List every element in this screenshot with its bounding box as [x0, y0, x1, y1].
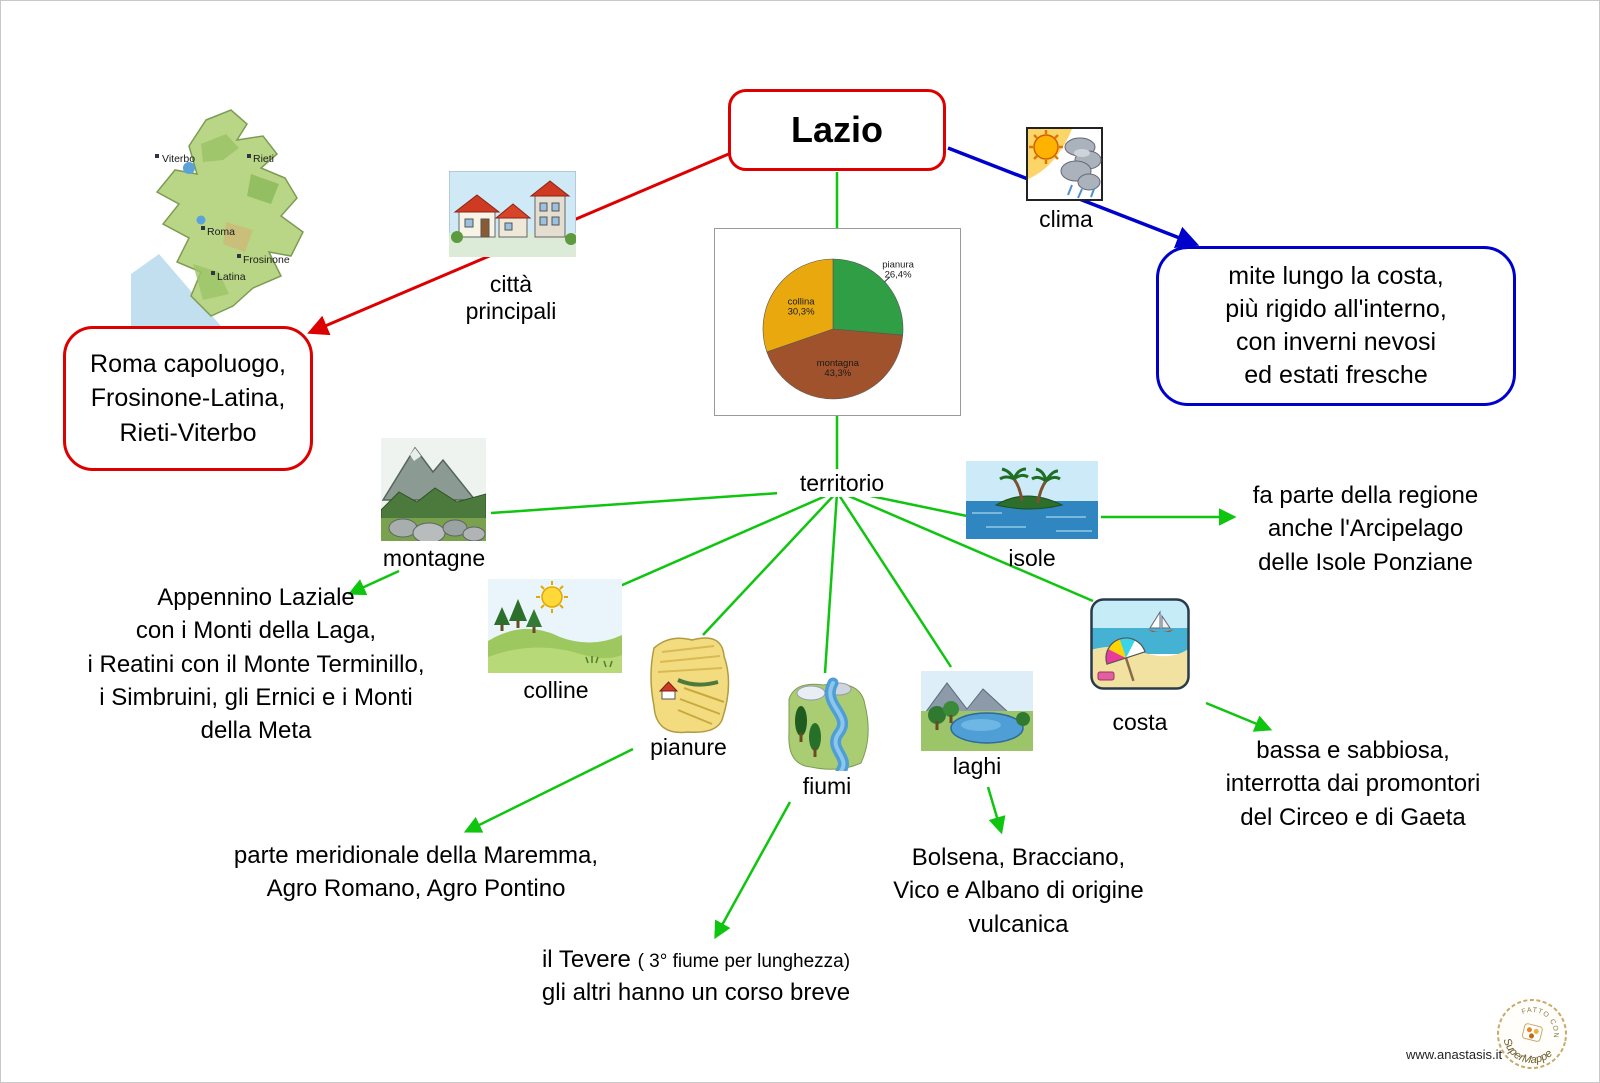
text-line: Agro Romano, Agro Pontino	[266, 875, 566, 903]
text-line: anche l'Arcipelago	[1267, 515, 1464, 543]
lake-icon	[921, 671, 1033, 751]
text-line: città	[489, 271, 533, 297]
fields-icon	[644, 632, 732, 736]
text-segment-note: ( 3° fiume per lunghezza)	[637, 951, 851, 972]
text-line: Vico e Albano di origine	[893, 877, 1144, 905]
text-line: parte meridionale della Maremma,	[233, 842, 599, 869]
map-label-rieti: Rieti	[253, 153, 274, 165]
website-credit: www.anastasis.it	[1406, 1047, 1503, 1062]
text-segment: il Tevere	[541, 946, 631, 973]
lazio-region-map: Viterbo Rieti Roma Frosinone Latina	[131, 104, 346, 332]
map-label-latina: Latina	[217, 271, 246, 283]
sun-clouds-icon	[1026, 127, 1103, 201]
village-houses-icon	[449, 171, 576, 257]
clima-callout: mite lungo la costa, più rigido all'inte…	[1156, 246, 1516, 406]
beach-umbrella-icon	[1090, 598, 1190, 690]
island-palms-icon	[966, 461, 1098, 539]
text-line: interrotta dai promontori	[1225, 770, 1481, 798]
montagne-label: montagne	[382, 545, 486, 571]
territorio-label: territorio	[777, 470, 907, 497]
pianure-label: pianure	[650, 734, 727, 760]
text-line: bassa e sabbiosa,	[1256, 737, 1450, 764]
text-line: vulcanica	[968, 910, 1069, 938]
supermappe-stamp: FATTO CON SuperMappe	[1486, 988, 1578, 1080]
text-line: Appennino Laziale	[157, 584, 355, 611]
costa-description: bassa e sabbiosa, interrotta dai promont…	[1193, 734, 1513, 834]
montagne-description: Appennino Laziale con i Monti della Laga…	[56, 581, 456, 748]
text-line: i Reatini con il Monte Terminillo,	[87, 650, 425, 678]
isole-label: isole	[1008, 545, 1056, 571]
pianure-description: parte meridionale della Maremma, Agro Ro…	[191, 839, 641, 906]
fiumi-description: il Tevere ( 3° fiume per lunghezza) gli …	[491, 943, 901, 1010]
fiumi-label: fiumi	[802, 773, 852, 799]
text-line: della Meta	[200, 717, 312, 745]
laghi-description: Bolsena, Bracciano, Vico e Albano di ori…	[861, 841, 1176, 941]
isole-description: fa parte della regione anche l'Arcipelag…	[1223, 479, 1508, 579]
map-label-frosinone: Frosinone	[243, 254, 290, 266]
text-line: principali	[465, 298, 557, 324]
text-line: Roma capoluogo,	[90, 349, 286, 378]
text-line: gli altri hanno un corso breve	[541, 979, 851, 1007]
text-line: Frosinone-Latina,	[90, 384, 286, 413]
citta-principali-label: città principali	[431, 271, 591, 325]
text-line: Rieti-Viterbo	[119, 418, 257, 447]
hills-icon	[488, 579, 622, 673]
text-line: con i Monti della Laga,	[135, 617, 377, 645]
text-line: mite lungo la costa,	[1228, 261, 1444, 290]
clima-label: clima	[1039, 206, 1093, 232]
costa-label: costa	[1112, 709, 1168, 735]
root-node-label: Lazio	[790, 109, 883, 150]
text-line: i Simbruini, gli Ernici e i Monti	[99, 684, 413, 712]
text-line: fa parte della regione	[1252, 482, 1479, 509]
map-label-roma: Roma	[207, 226, 235, 238]
capoluogo-callout: Roma capoluogo, Frosinone-Latina, Rieti-…	[63, 326, 313, 471]
root-node-lazio: Lazio	[728, 89, 946, 171]
text-line: con inverni nevosi	[1235, 328, 1437, 356]
laghi-label: laghi	[952, 753, 1002, 779]
text-line: il Tevere ( 3° fiume per lunghezza)	[491, 943, 901, 976]
map-label-viterbo: Viterbo	[162, 153, 195, 165]
text-line: ed estati fresche	[1244, 361, 1428, 390]
map-illustration: Viterbo Rieti Roma Frosinone Latina	[131, 109, 304, 332]
text-line: del Circeo e di Gaeta	[1240, 803, 1466, 831]
text-line: più rigido all'interno,	[1225, 294, 1447, 323]
mountains-icon	[381, 438, 486, 541]
river-icon	[781, 677, 873, 771]
text-line: Bolsena, Bracciano,	[911, 844, 1126, 871]
text-line: delle Isole Ponziane	[1258, 548, 1473, 576]
colline-label: colline	[523, 677, 589, 703]
